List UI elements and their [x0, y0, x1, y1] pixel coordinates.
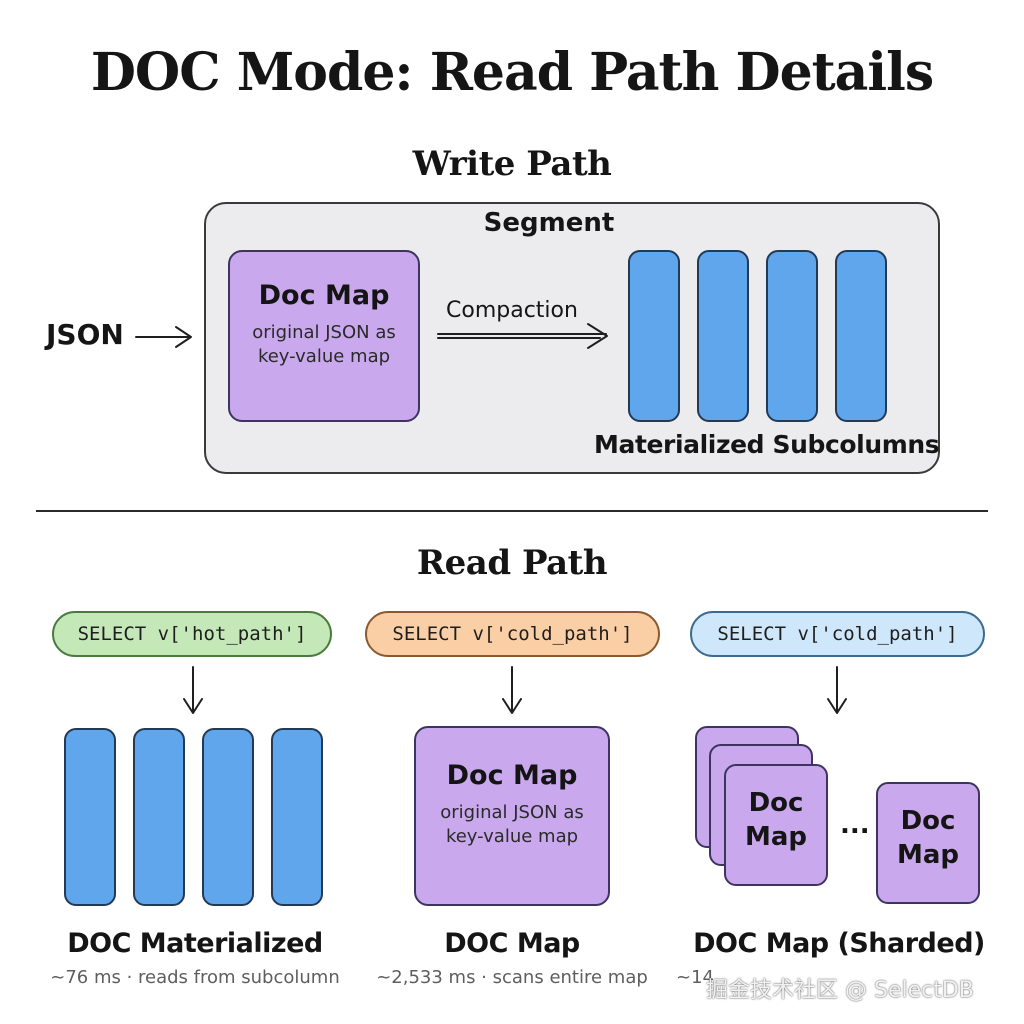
read-arrow-2	[502, 666, 522, 714]
shard-card-front-line2: Map	[744, 822, 808, 852]
caption-sub-materialized: ~76 ms · reads from subcolumn	[50, 967, 340, 988]
write-doc-map-desc-line1: original JSON as	[252, 322, 396, 343]
shard-ellipsis: ...	[840, 810, 870, 840]
write-subcolumn-1	[628, 250, 680, 422]
shard-card-last-line1: Doc	[900, 806, 956, 836]
caption-sub-sharded: ~14	[676, 967, 714, 988]
caption-title-sharded: DOC Map (Sharded)	[693, 928, 985, 959]
json-input-label: JSON	[46, 318, 124, 351]
query-cold-path: SELECT v['cold_path']	[365, 611, 660, 657]
write-doc-map-desc: original JSON as key-value map	[230, 321, 418, 369]
read-path-heading: Read Path	[416, 543, 608, 583]
read-doc-map-desc: original JSON as key-value map	[416, 801, 608, 849]
read-subcolumn-3	[202, 728, 254, 906]
page-title: DOC Mode: Read Path Details	[90, 42, 934, 103]
read-doc-map-desc-line2: key-value map	[445, 826, 579, 847]
subcolumns-label: Materialized Subcolumns	[594, 430, 940, 459]
read-arrow-1	[183, 666, 203, 714]
caption-title-materialized: DOC Materialized	[67, 928, 323, 959]
compaction-arrow	[437, 323, 608, 349]
write-subcolumn-3	[766, 250, 818, 422]
query-cold-path-sharded: SELECT v['cold_path']	[690, 611, 985, 657]
read-subcolumn-1	[64, 728, 116, 906]
shard-card-front: Doc Map	[724, 764, 828, 886]
shard-card-last-line2: Map	[896, 840, 960, 870]
read-subcolumn-4	[271, 728, 323, 906]
write-doc-map-box: Doc Map original JSON as key-value map	[228, 250, 420, 422]
write-doc-map-desc-line2: key-value map	[257, 346, 391, 367]
shard-card-front-line1: Doc	[748, 788, 804, 818]
shard-card-last: Doc Map	[876, 782, 980, 904]
caption-sub-docmap: ~2,533 ms · scans entire map	[376, 967, 648, 988]
write-path-heading: Write Path	[412, 144, 612, 184]
watermark: 掘金技术社区 @ SelectDB	[706, 978, 974, 1003]
compaction-label: Compaction	[446, 298, 578, 323]
json-arrow	[135, 326, 192, 348]
write-doc-map-title: Doc Map	[258, 280, 390, 311]
read-arrow-3	[827, 666, 847, 714]
read-doc-map-title: Doc Map	[446, 760, 578, 791]
read-doc-map-box: Doc Map original JSON as key-value map	[414, 726, 610, 906]
segment-label: Segment	[483, 208, 615, 238]
read-doc-map-desc-line1: original JSON as	[440, 802, 584, 823]
query-hot-path: SELECT v['hot_path']	[52, 611, 332, 657]
section-divider	[36, 510, 988, 512]
write-subcolumn-2	[697, 250, 749, 422]
read-subcolumn-2	[133, 728, 185, 906]
caption-title-docmap: DOC Map	[444, 928, 580, 959]
write-subcolumn-4	[835, 250, 887, 422]
